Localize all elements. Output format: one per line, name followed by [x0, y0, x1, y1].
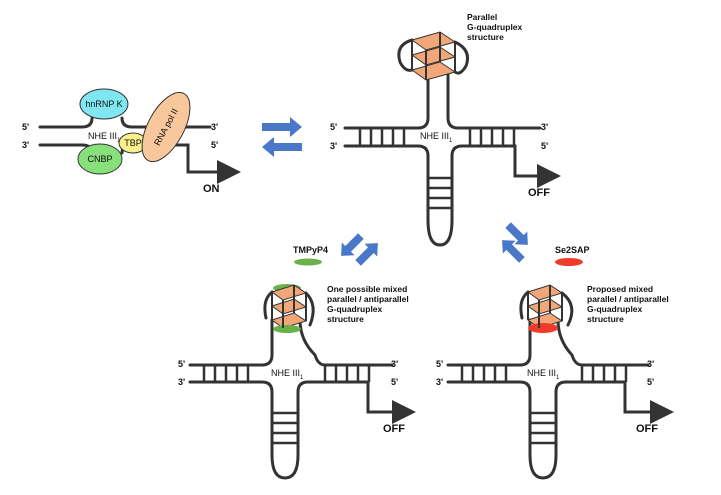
down-left-arrow — [341, 233, 364, 256]
on-5prime-label: 5' — [22, 122, 29, 132]
br-nhe-label: NHE III1 — [527, 368, 560, 381]
top-5prime-label: 5' — [330, 122, 337, 132]
left-arrow — [262, 137, 302, 157]
se2sap-marker — [555, 258, 583, 266]
bl-5prime-label: 5' — [178, 359, 185, 369]
bottom-right-stem-rungs — [460, 365, 628, 445]
equilibrium-arrows-right — [502, 222, 528, 263]
top-off-label: OFF — [528, 187, 550, 199]
se2sap-g-quadruplex — [519, 284, 574, 333]
tmpyp4-label: TMPyP4 — [293, 245, 328, 255]
mixed-proposed-panel: 5' 3' 3' 5' NHE III1 OFF Proposed mixed … — [436, 284, 674, 480]
on-nhe-label: NHE III1 — [88, 131, 121, 144]
br-5prime-right-label: 5' — [647, 377, 654, 387]
rna-pol-ii-protein — [141, 91, 191, 163]
on-5prime-right-label: 5' — [211, 140, 218, 150]
up-right-arrow — [355, 243, 378, 266]
on-label: ON — [203, 183, 220, 195]
hnrnpk-label: hnRNP K — [85, 99, 122, 109]
bl-3prime-label: 3' — [178, 377, 185, 387]
bottom-left-stem-rungs — [202, 365, 371, 445]
cnbp-protein — [77, 143, 123, 175]
top-stem-rungs — [358, 128, 516, 210]
top-3prime-right-label: 3' — [541, 122, 548, 132]
tbp-label: TBP — [124, 138, 142, 148]
down-right-arrow — [505, 222, 528, 245]
on-3prime-label: 3' — [22, 140, 29, 150]
equilibrium-arrows-top — [262, 117, 302, 157]
se2sap-ligand-key: Se2SAP — [555, 245, 590, 266]
top-3prime-label: 3' — [330, 141, 337, 151]
right-arrow — [262, 117, 302, 137]
mixed-possible-note: One possible mixed parallel / antiparall… — [327, 284, 411, 324]
bl-nhe-label: NHE III1 — [271, 368, 304, 381]
parallel-note: Parallel G-quadruplex structure — [467, 12, 525, 42]
br-off-label: OFF — [636, 423, 658, 435]
equilibrium-arrows-left — [341, 233, 378, 266]
top-5prime-right-label: 5' — [541, 141, 548, 151]
cnbp-label: CNBP — [87, 154, 112, 164]
bl-5prime-right-label: 5' — [391, 377, 398, 387]
parallel-g-quadruplex — [397, 31, 470, 81]
parallel-quadruplex-panel: 5' 3' 3' 5' NHE III1 OFF Parallel G-quad… — [330, 12, 561, 247]
on-3prime-right-label: 3' — [211, 122, 218, 132]
se2sap-label: Se2SAP — [555, 245, 590, 255]
hnrnpk-protein — [79, 88, 129, 120]
tmpyp4-marker — [294, 258, 322, 266]
up-left-arrow — [502, 240, 525, 263]
br-5prime-label: 5' — [436, 359, 443, 369]
mixed-proposed-note: Proposed mixed parallel / antiparallel G… — [587, 284, 671, 324]
bl-3prime-right-label: 3' — [391, 359, 398, 369]
mixed-possible-panel: 5' 3' 3' 5' NHE III1 OFF One possible mi… — [178, 284, 416, 480]
br-3prime-right-label: 3' — [647, 359, 654, 369]
top-nhe-label: NHE III1 — [420, 131, 453, 144]
on-state-panel: 5' 3' 3' 5' NHE III1 hnRNP K CNBP TBP RN… — [22, 88, 241, 195]
bl-off-label: OFF — [383, 423, 405, 435]
tmpyp4-g-quadruplex — [263, 284, 315, 333]
tmpyp4-ligand-key: TMPyP4 — [293, 245, 328, 266]
br-3prime-label: 3' — [436, 377, 443, 387]
